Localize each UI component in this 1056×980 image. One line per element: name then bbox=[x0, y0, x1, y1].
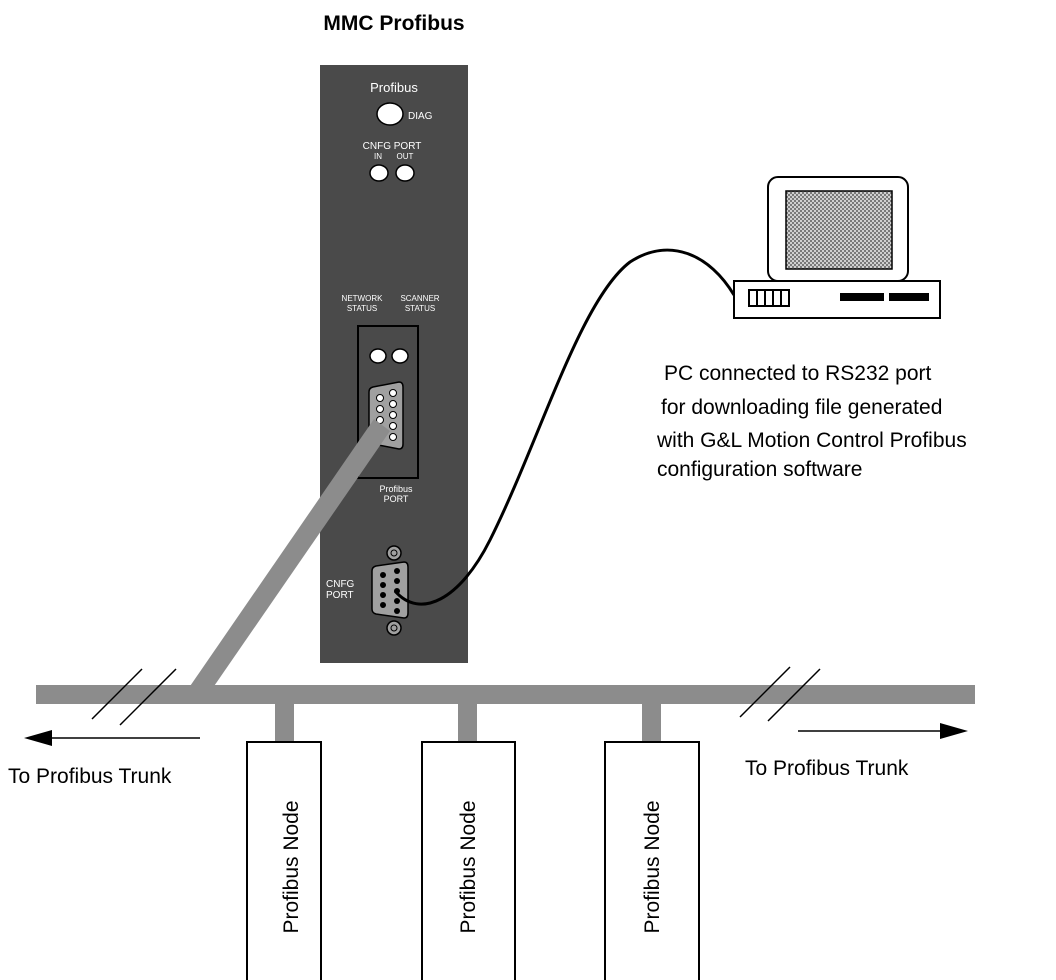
node-stem-2 bbox=[458, 704, 477, 742]
profibus-node-2-label: Profibus Node bbox=[457, 800, 480, 933]
network-status-label-1: NETWORK bbox=[342, 294, 384, 303]
scanner-status-label-1: SCANNER bbox=[400, 294, 439, 303]
profibus-port-label-2: PORT bbox=[384, 494, 409, 504]
profibus-node-3 bbox=[604, 741, 700, 980]
trunk-left-label: To Profibus Trunk bbox=[8, 765, 172, 788]
rs232-serial-cable bbox=[393, 248, 736, 606]
cnfg-port-screw-top bbox=[386, 545, 402, 561]
profibus-trunk-bus bbox=[36, 685, 975, 704]
cnfg-db9-pins bbox=[380, 568, 400, 614]
pc-screen bbox=[785, 190, 893, 270]
node-stem-3 bbox=[642, 704, 661, 742]
diag-led bbox=[376, 102, 404, 126]
pc-computer bbox=[733, 176, 941, 319]
pc-floppy-slot bbox=[748, 289, 790, 307]
pc-drive-bay-1 bbox=[840, 293, 884, 301]
cnfg-out-led bbox=[395, 164, 415, 182]
profibus-node-1-label: Profibus Node bbox=[280, 800, 303, 933]
scanner-status-led bbox=[391, 348, 409, 364]
cnfg-in-label: IN bbox=[374, 152, 382, 161]
cnfg-port-bottom-label-2: PORT bbox=[326, 590, 354, 601]
cnfg-in-led bbox=[369, 164, 389, 182]
pc-caption-line-3: with G&L Motion Control Profibus bbox=[656, 429, 967, 452]
profibus-db9-pins bbox=[376, 389, 397, 441]
cnfg-port-bottom-label-1: CNFG bbox=[326, 579, 355, 590]
trunk-break-right bbox=[739, 666, 821, 722]
node-stem-1 bbox=[275, 704, 294, 742]
cnfg-out-label: OUT bbox=[397, 152, 414, 161]
profibus-drop-cable bbox=[186, 419, 390, 692]
trunk-break-left bbox=[91, 668, 177, 726]
network-status-label-2: STATUS bbox=[347, 304, 377, 313]
left-trunk-arrow bbox=[24, 730, 200, 746]
pc-drive-bay-2 bbox=[889, 293, 929, 301]
profibus-node-3-label: Profibus Node bbox=[641, 800, 664, 933]
trunk-right-label: To Profibus Trunk bbox=[745, 757, 909, 780]
pc-caption-line-4: configuration software bbox=[657, 458, 862, 481]
pc-caption-line-2: for downloading file generated bbox=[661, 396, 942, 419]
cnfg-db9-connector bbox=[371, 561, 409, 619]
cnfg-port-screw-bottom bbox=[386, 620, 402, 636]
cnfg-port-top-label: CNFG PORT bbox=[363, 141, 422, 152]
pc-caption-line-1: PC connected to RS232 port bbox=[664, 362, 931, 385]
profibus-port-label-1: Profibus bbox=[379, 484, 413, 494]
profibus-node-2 bbox=[421, 741, 516, 980]
diagram-title: MMC Profibus bbox=[323, 12, 464, 35]
profibus-node-1 bbox=[246, 741, 322, 980]
diag-label: DIAG bbox=[408, 111, 433, 122]
network-status-led bbox=[369, 348, 387, 364]
right-trunk-arrow bbox=[798, 723, 968, 739]
scanner-status-label-2: STATUS bbox=[405, 304, 435, 313]
module-name: Profibus bbox=[370, 80, 418, 95]
